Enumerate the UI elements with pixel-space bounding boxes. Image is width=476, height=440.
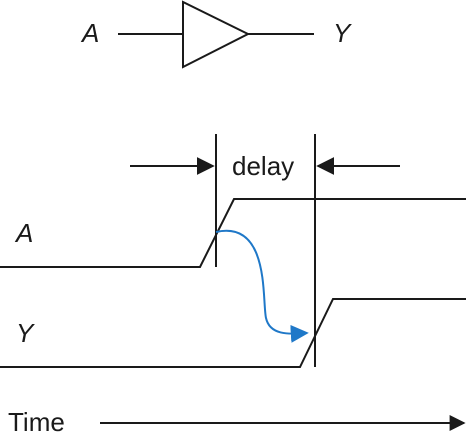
- signal-a-label: A: [14, 218, 33, 248]
- causality-arrow: [215, 229, 309, 343]
- time-axis: Time: [8, 407, 466, 437]
- buffer-gate: A Y: [80, 0, 352, 69]
- buffer-triangle: [182, 0, 251, 69]
- signal-y-waveform: [0, 298, 466, 368]
- signal-y: Y: [0, 298, 466, 368]
- buffer-output-label: Y: [333, 18, 352, 48]
- time-label: Time: [8, 407, 65, 437]
- buffer-input-label: A: [80, 18, 99, 48]
- delay-label: delay: [232, 151, 294, 181]
- delay-annotation: delay: [130, 134, 400, 367]
- signal-a: A: [0, 198, 466, 268]
- signal-a-waveform: [0, 198, 466, 268]
- signal-y-label: Y: [16, 318, 35, 348]
